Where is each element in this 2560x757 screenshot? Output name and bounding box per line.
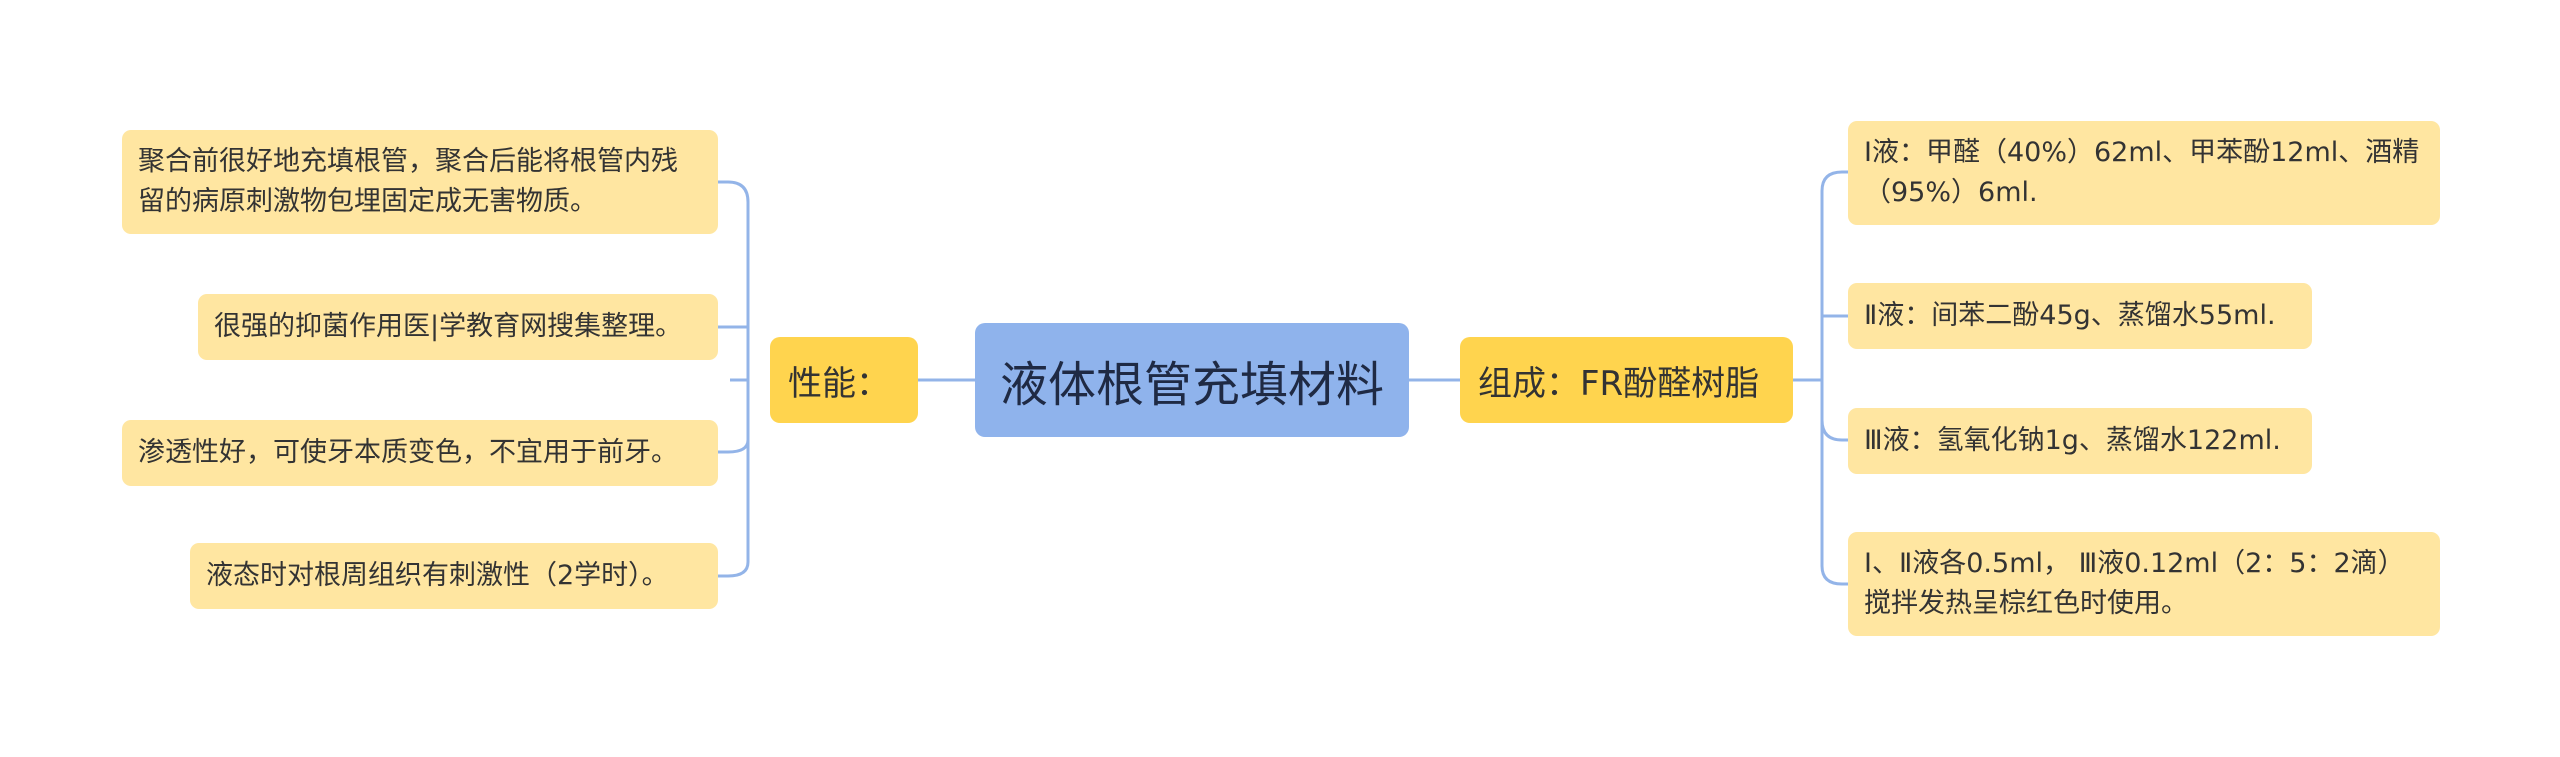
leaf-composition-4-text: Ⅰ、Ⅱ液各0.5ml， Ⅲ液0.12ml（2：5：2滴）搅拌发热呈棕红色时使用。 bbox=[1864, 548, 2405, 619]
leaf-properties-1[interactable]: 聚合前很好地充填根管，聚合后能将根管内残留的病原刺激物包埋固定成无害物质。 bbox=[122, 130, 718, 234]
leaf-properties-3[interactable]: 渗透性好，可使牙本质变色，不宜用于前牙。 bbox=[122, 420, 718, 486]
connector-right-3 bbox=[1820, 419, 1848, 442]
leaf-composition-2[interactable]: Ⅱ液：间苯二酚45g、蒸馏水55ml. bbox=[1848, 283, 2312, 349]
leaf-properties-3-text: 渗透性好，可使牙本质变色，不宜用于前牙。 bbox=[138, 437, 678, 468]
connector-right-bus bbox=[1793, 191, 1824, 566]
connector-left-4 bbox=[718, 561, 750, 578]
leaf-properties-4[interactable]: 液态时对根周组织有刺激性（2学时）。 bbox=[190, 543, 718, 609]
leaf-composition-1[interactable]: Ⅰ液：甲醛（40%）62ml、甲苯酚12ml、酒精（95%）6ml. bbox=[1848, 121, 2440, 225]
branch-composition[interactable]: 组成：FR酚醛树脂 bbox=[1460, 337, 1793, 423]
root-topic-label: 液体根管充填材料 bbox=[999, 357, 1384, 413]
connector-right-4 bbox=[1820, 565, 1848, 586]
leaf-composition-4[interactable]: Ⅰ、Ⅱ液各0.5ml， Ⅲ液0.12ml（2：5：2滴）搅拌发热呈棕红色时使用。 bbox=[1848, 532, 2440, 636]
connector-left-1 bbox=[718, 180, 750, 203]
leaf-properties-2[interactable]: 很强的抑菌作用医|学教育网搜集整理。 bbox=[198, 294, 718, 360]
connector-right-1 bbox=[1820, 170, 1848, 192]
leaf-composition-3-text: Ⅲ液：氢氧化钠1g、蒸馏水122ml. bbox=[1864, 425, 2281, 456]
leaf-composition-3[interactable]: Ⅲ液：氢氧化钠1g、蒸馏水122ml. bbox=[1848, 408, 2312, 474]
leaf-composition-1-text: Ⅰ液：甲醛（40%）62ml、甲苯酚12ml、酒精（95%）6ml. bbox=[1864, 137, 2420, 208]
leaf-properties-1-text: 聚合前很好地充填根管，聚合后能将根管内残留的病原刺激物包埋固定成无害物质。 bbox=[138, 146, 678, 217]
leaf-composition-2-text: Ⅱ液：间苯二酚45g、蒸馏水55ml. bbox=[1864, 300, 2276, 331]
connector-left-3 bbox=[718, 439, 750, 454]
leaf-properties-2-text: 很强的抑菌作用医|学教育网搜集整理。 bbox=[214, 311, 683, 342]
branch-composition-label: 组成：FR酚醛树脂 bbox=[1478, 363, 1760, 404]
branch-properties-label: 性能： bbox=[788, 363, 890, 404]
connector-left-bus bbox=[730, 202, 750, 562]
leaf-properties-4-text: 液态时对根周组织有刺激性（2学时）。 bbox=[206, 560, 669, 591]
branch-properties[interactable]: 性能： bbox=[770, 337, 918, 423]
root-topic[interactable]: 液体根管充填材料 bbox=[975, 323, 1409, 437]
